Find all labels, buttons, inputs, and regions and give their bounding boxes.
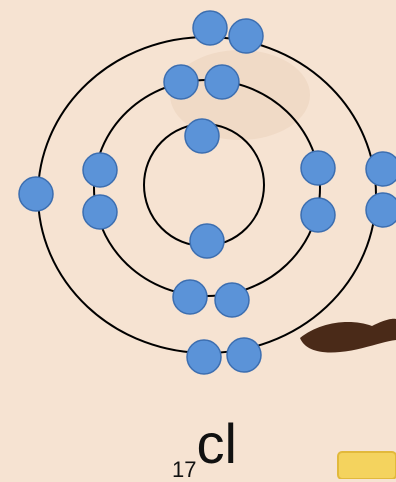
electron [366,193,396,227]
electron [366,152,396,186]
electron [83,195,117,229]
element-symbol: cl [196,412,236,475]
element-label: 17cl [172,416,237,481]
electron [301,151,335,185]
electrons [19,11,396,374]
electron [173,280,207,314]
electron [83,153,117,187]
electron [227,338,261,372]
electron [164,65,198,99]
electron [205,65,239,99]
electron [19,177,53,211]
electron [185,119,219,153]
atomic-number: 17 [172,457,196,482]
electron [301,198,335,232]
orbit-shell-2 [94,80,320,296]
electron [229,19,263,53]
electron [187,340,221,374]
electron [190,224,224,258]
electron [193,11,227,45]
electron [215,283,249,317]
